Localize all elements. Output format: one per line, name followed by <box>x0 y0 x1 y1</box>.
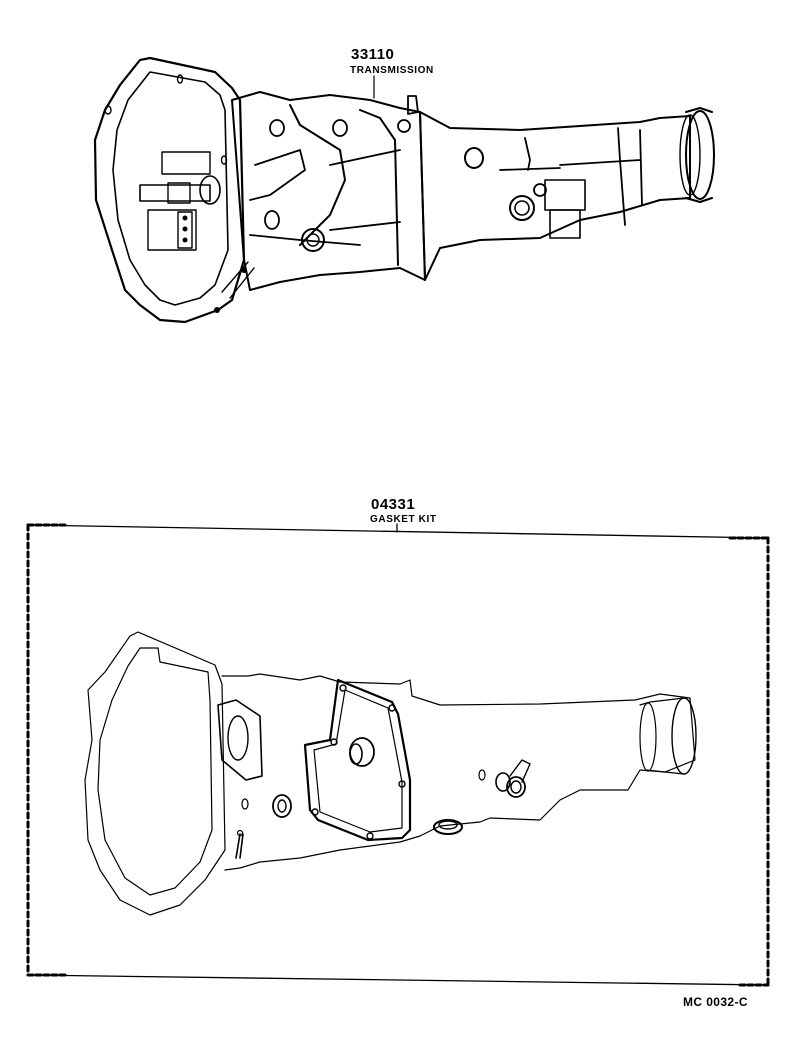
transmission-part-name: TRANSMISSION <box>350 65 434 76</box>
transmission-part-number: 33110 <box>351 46 395 63</box>
gasket-kit-part-name: GASKET KIT <box>370 514 437 525</box>
illustration-reference-code: MC 0032-C <box>683 995 748 1009</box>
gasket-kit-illustration <box>26 523 770 987</box>
gasket-kit-part-number: 04331 <box>371 496 416 513</box>
transmission-assembly-illustration <box>93 56 715 324</box>
